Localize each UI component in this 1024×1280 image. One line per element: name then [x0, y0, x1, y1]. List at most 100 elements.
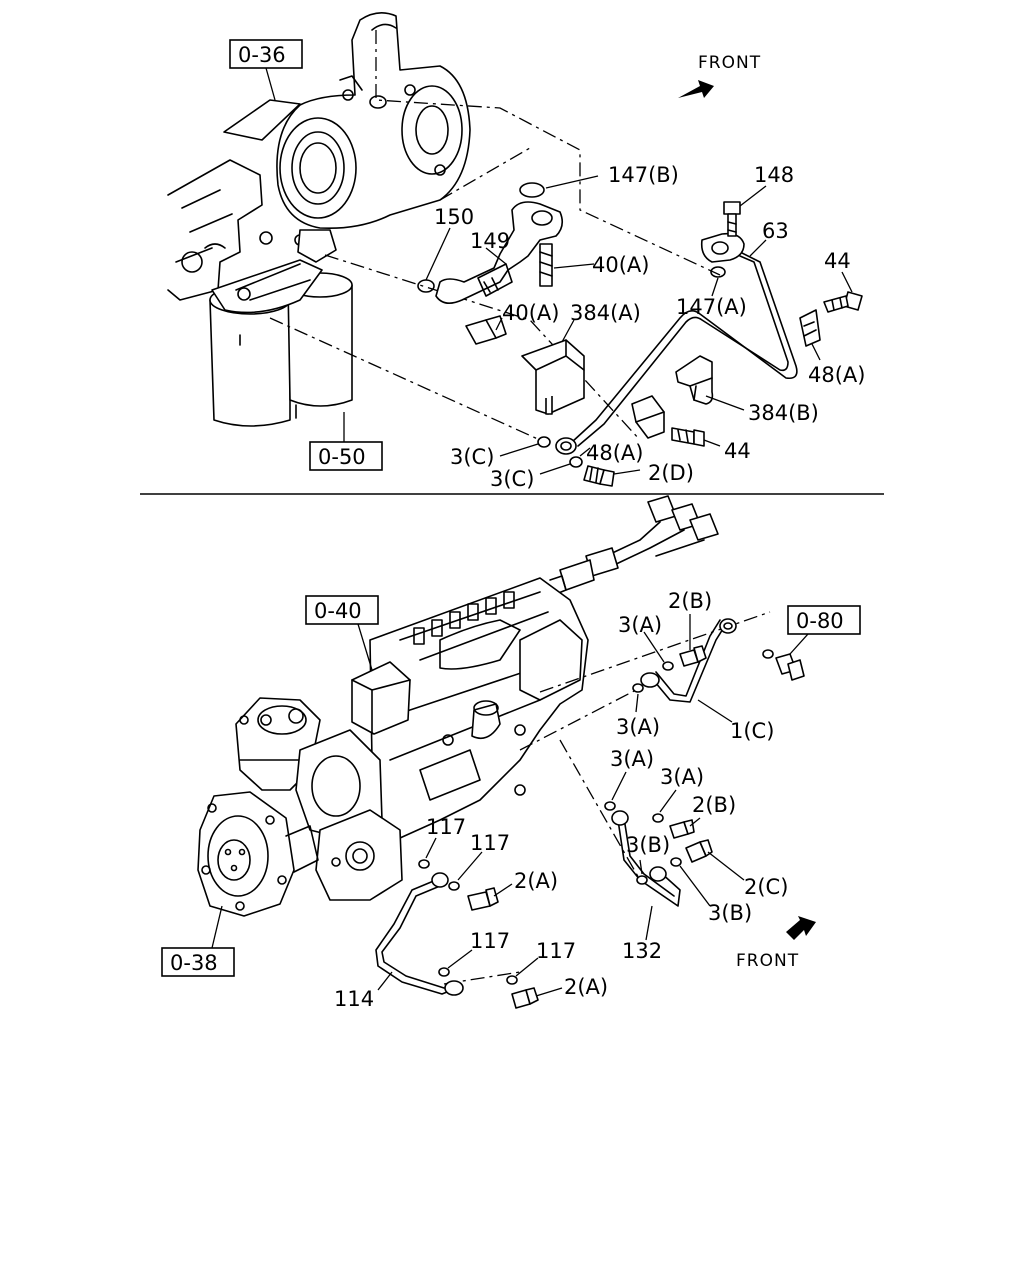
label-3a-2: 3(A)	[616, 715, 660, 739]
ref-0-80-leader	[789, 633, 809, 655]
leader-117-1	[425, 837, 437, 859]
leader-2d	[613, 469, 641, 475]
part-oring-147b	[519, 182, 545, 198]
leader-3a-4	[659, 789, 677, 813]
label-63: 63	[762, 219, 789, 243]
label-3b-1: 3(B)	[626, 833, 670, 857]
label-2a-1: 2(A)	[514, 869, 558, 893]
front-arrow-top: FRONT	[678, 53, 761, 98]
part-pipe-132	[611, 810, 681, 907]
label-44-1: 44	[824, 249, 851, 273]
leader-117-3	[447, 949, 473, 969]
ref-0-36-leader	[265, 67, 276, 101]
part-washer-117-2	[448, 881, 460, 891]
leader-40a-2	[495, 317, 503, 331]
label-48a-1: 48(A)	[808, 363, 865, 387]
centerline-top-1	[375, 30, 721, 276]
part-clamp-48a-upper	[799, 309, 821, 347]
turbocharger	[223, 12, 471, 230]
turbo-bracket	[223, 99, 301, 141]
leader-2a-2	[535, 987, 563, 997]
label-3a-4: 3(A)	[660, 765, 704, 789]
ref-0-40: 0-40	[314, 599, 362, 623]
part-bolt-44-lower	[671, 427, 705, 447]
label-148: 148	[754, 163, 794, 187]
leader-44-1	[841, 271, 853, 293]
label-2b-1: 2(B)	[668, 589, 712, 613]
label-117-1: 117	[426, 815, 466, 839]
ref-0-40-leader	[357, 623, 373, 671]
leader-63	[749, 239, 767, 257]
label-2c: 2(C)	[744, 875, 788, 899]
part-bolt-2a-lower	[511, 987, 539, 1009]
ref-0-38-leader	[211, 905, 223, 949]
label-147a: 147(A)	[676, 295, 747, 319]
label-48a-2: 48(A)	[586, 441, 643, 465]
label-3b-2: 3(B)	[708, 901, 752, 925]
part-washer-117-4	[506, 975, 518, 985]
centerline-top-2	[439, 147, 531, 201]
part-washer-3c-2	[569, 456, 583, 468]
label-2d: 2(D)	[648, 461, 694, 485]
leader-2b-2	[689, 817, 701, 827]
part-bracket-384a	[521, 339, 585, 415]
part-bracket-384b	[675, 355, 714, 405]
centerline-bottom-2	[519, 689, 637, 751]
leader-3c-2	[539, 463, 571, 475]
ref-box-0-40[interactable]: 0-40	[305, 595, 379, 625]
ref-box-0-50[interactable]: 0-50	[309, 441, 383, 471]
part-bolt-080	[762, 649, 805, 681]
part-washer-3b-1	[636, 875, 648, 885]
label-384b: 384(B)	[748, 401, 819, 425]
label-2a-2: 2(A)	[564, 975, 608, 999]
leader-2c	[707, 851, 745, 881]
leader-3a-3	[611, 771, 627, 801]
leader-3b-2	[679, 865, 711, 907]
label-132: 132	[622, 939, 662, 963]
centerline-top-4	[269, 317, 541, 441]
front-arrow-icon-top	[678, 80, 714, 98]
part-washer-3a-2	[632, 683, 644, 693]
front-arrow-bottom: FRONT	[736, 916, 816, 971]
part-bolt-148	[723, 201, 741, 237]
label-1c: 1(C)	[730, 719, 774, 743]
leader-114	[377, 971, 393, 991]
leader-3a-1	[643, 631, 665, 663]
ref-box-0-80[interactable]: 0-80	[787, 605, 861, 635]
front-label-top: FRONT	[698, 53, 761, 73]
ref-0-38: 0-38	[170, 951, 218, 975]
leader-149	[485, 247, 507, 265]
part-bolt-2b-lower	[669, 819, 695, 839]
label-117-2: 117	[470, 831, 510, 855]
label-40a-1: 40(A)	[592, 253, 649, 277]
label-384a: 384(A)	[570, 301, 641, 325]
leader-3c-1	[499, 443, 539, 457]
leader-3b-1	[639, 859, 643, 875]
ref-box-0-38[interactable]: 0-38	[161, 947, 235, 977]
part-oil-pipe-63	[555, 232, 798, 455]
ref-box-0-36[interactable]: 0-36	[229, 39, 303, 69]
label-149: 149	[470, 229, 510, 253]
part-oring-147a	[710, 266, 726, 278]
leader-1c	[697, 699, 733, 723]
part-bolt-2b-upper	[679, 645, 707, 667]
leader-117-2	[457, 851, 483, 881]
leader-384b	[705, 395, 745, 411]
part-washer-3a-1	[662, 661, 674, 671]
label-117-4: 117	[536, 939, 576, 963]
leader-44-2	[703, 439, 721, 447]
leader-2a-1	[493, 883, 513, 897]
label-147b: 147(B)	[608, 163, 679, 187]
leader-117-4	[515, 957, 539, 977]
front-arrow-icon-bottom	[786, 916, 816, 940]
part-bolt-2c	[685, 839, 713, 863]
part-washer-3c-1	[537, 436, 551, 448]
part-washer-3a-3	[604, 801, 616, 811]
flywheel-flange	[197, 791, 319, 917]
bottom-section: FRONT	[161, 495, 861, 1011]
leader-132	[645, 905, 653, 941]
top-section: FRONT 0-36	[167, 12, 865, 491]
part-washer-3b-2	[670, 857, 682, 867]
part-washer-3a-4	[652, 813, 664, 823]
